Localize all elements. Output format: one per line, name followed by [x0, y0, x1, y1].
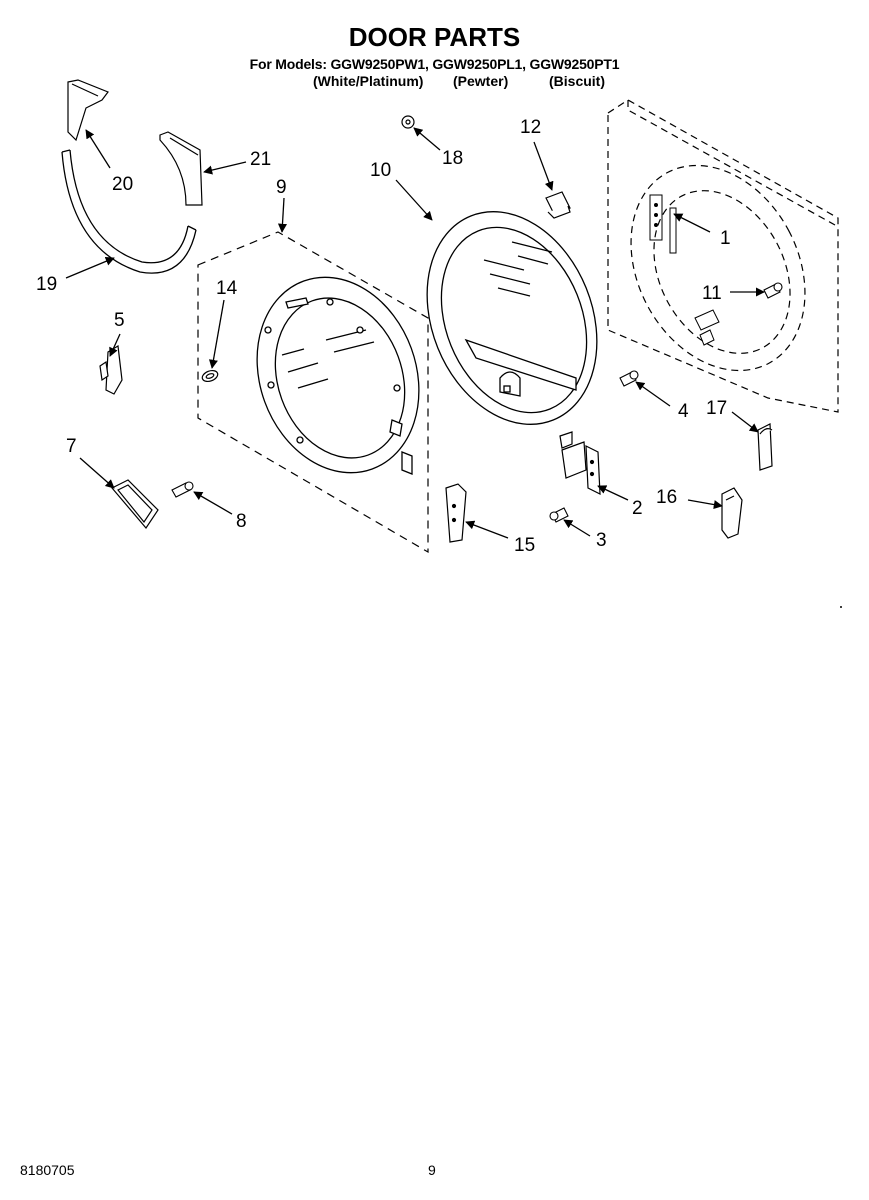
part-16-handle — [721, 487, 743, 539]
part-9-inner-door-panel — [256, 276, 420, 475]
cabinet-front-outline — [607, 99, 839, 413]
part-4-screw — [619, 370, 639, 387]
callout-1: 1 — [720, 228, 731, 249]
part-10-outer-door — [426, 211, 598, 425]
callout-4: 4 — [678, 401, 689, 422]
part-17-trim-strip — [757, 423, 773, 471]
callout-18: 18 — [442, 148, 463, 169]
cabinet-latch-detail — [694, 309, 720, 346]
part-8-screw — [171, 481, 194, 498]
callout-3: 3 — [596, 530, 607, 551]
callout-labels: 20 21 19 5 7 8 9 14 10 18 12 1 11 4 17 2… — [36, 117, 731, 556]
variant-biscuit: (Biscuit) — [549, 73, 605, 89]
callout-7: 7 — [66, 436, 77, 457]
cabinet-hinge-plate — [649, 194, 677, 254]
callout-11: 11 — [702, 283, 722, 304]
part-12-door-strike — [545, 191, 571, 219]
callout-8: 8 — [236, 511, 247, 532]
callout-20: 20 — [112, 174, 133, 195]
callout-17: 17 — [706, 398, 727, 419]
variant-white-platinum: (White/Platinum) — [313, 73, 424, 89]
callout-16: 16 — [656, 487, 677, 508]
part-18-screw — [401, 115, 415, 129]
callout-9: 9 — [276, 177, 287, 198]
leader-lines — [65, 127, 765, 539]
part-2-hinge — [559, 431, 601, 495]
callout-5: 5 — [114, 310, 125, 331]
part-9-inner-door-box — [197, 231, 429, 554]
page-title: DOOR PARTS — [348, 22, 521, 52]
part-19-door-seal — [61, 149, 197, 274]
part-15-hinge-cover — [445, 483, 467, 543]
document-number: 8180705 — [20, 1162, 75, 1178]
callout-10: 10 — [370, 160, 391, 181]
callout-19: 19 — [36, 274, 57, 295]
part-14-grommet — [201, 369, 219, 383]
callout-12: 12 — [520, 117, 541, 138]
part-11-screw — [763, 282, 783, 299]
variant-pewter: (Pewter) — [453, 73, 509, 89]
callout-21: 21 — [250, 149, 271, 170]
models-line: For Models: GGW9250PW1, GGW9250PL1, GGW9… — [249, 56, 620, 72]
callout-2: 2 — [632, 498, 643, 519]
page-number: 9 — [428, 1162, 436, 1178]
part-7-handle-bezel — [111, 479, 159, 529]
part-21-side-trim — [159, 131, 203, 206]
callout-14: 14 — [216, 278, 238, 299]
callout-15: 15 — [514, 535, 535, 556]
page-speck — [840, 606, 842, 608]
part-3-screw — [549, 507, 569, 523]
part-20-upper-trim — [67, 79, 109, 142]
